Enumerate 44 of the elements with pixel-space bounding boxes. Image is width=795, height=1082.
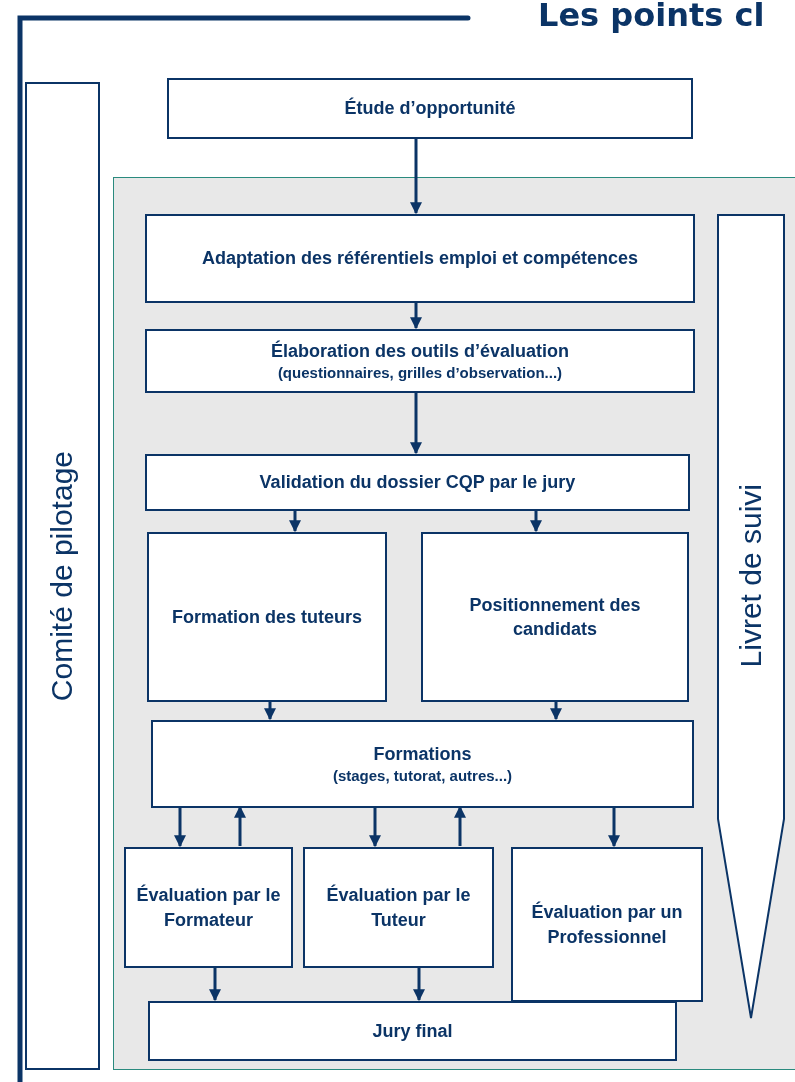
title: Les points cl: [538, 0, 765, 34]
arrow: [550, 701, 562, 721]
process-box: [147, 532, 387, 702]
arrow: [369, 807, 381, 848]
process-box: [145, 329, 695, 393]
box-label: Évaluation par le Tuteur: [325, 883, 472, 932]
arrow: [410, 139, 422, 215]
process-box: [303, 847, 494, 968]
box-label: Étude d’opportunité: [343, 96, 517, 121]
process-box: [145, 214, 695, 303]
box-subtitle: (questionnaires, grilles d’observation...): [276, 363, 564, 383]
process-box: [151, 720, 694, 808]
box-label: Évaluation par un Professionnel: [530, 900, 684, 949]
vertical-label: Livret de suivi: [732, 484, 768, 668]
box-label: Évaluation par le Formateur: [135, 883, 282, 932]
arrow: [264, 701, 276, 721]
box-label: Adaptation des référentiels emploi et compétences: [200, 247, 640, 271]
pencil-shape: [717, 214, 785, 1019]
box-label: Formations: [372, 742, 473, 766]
arrow: [413, 967, 425, 1002]
box-subtitle: (stages, tutorat, autres...): [331, 766, 514, 786]
side-band: [25, 82, 100, 1070]
arrow: [234, 805, 246, 846]
process-box: [145, 454, 690, 511]
arrow: [289, 510, 301, 533]
arrow: [530, 510, 542, 533]
process-box: [148, 1001, 677, 1061]
vertical-label: Comité de pilotage: [44, 450, 80, 702]
box-label: Positionnement des candidats: [468, 593, 642, 641]
arrow: [209, 967, 221, 1002]
process-box: [511, 847, 703, 1002]
box-label: Validation du dossier CQP par le jury: [258, 471, 577, 495]
process-box: [421, 532, 689, 702]
box-label: Jury final: [371, 1019, 454, 1043]
arrow: [608, 807, 620, 848]
process-box: [124, 847, 293, 968]
process-box: [167, 78, 693, 139]
box-label: Élaboration des outils d’évaluation: [269, 339, 570, 363]
arrow: [174, 807, 186, 848]
arrow: [410, 302, 422, 330]
arrow: [410, 392, 422, 455]
panel-background: [113, 177, 795, 1070]
arrow: [454, 805, 466, 846]
box-label: Formation des tuteurs: [171, 605, 363, 629]
